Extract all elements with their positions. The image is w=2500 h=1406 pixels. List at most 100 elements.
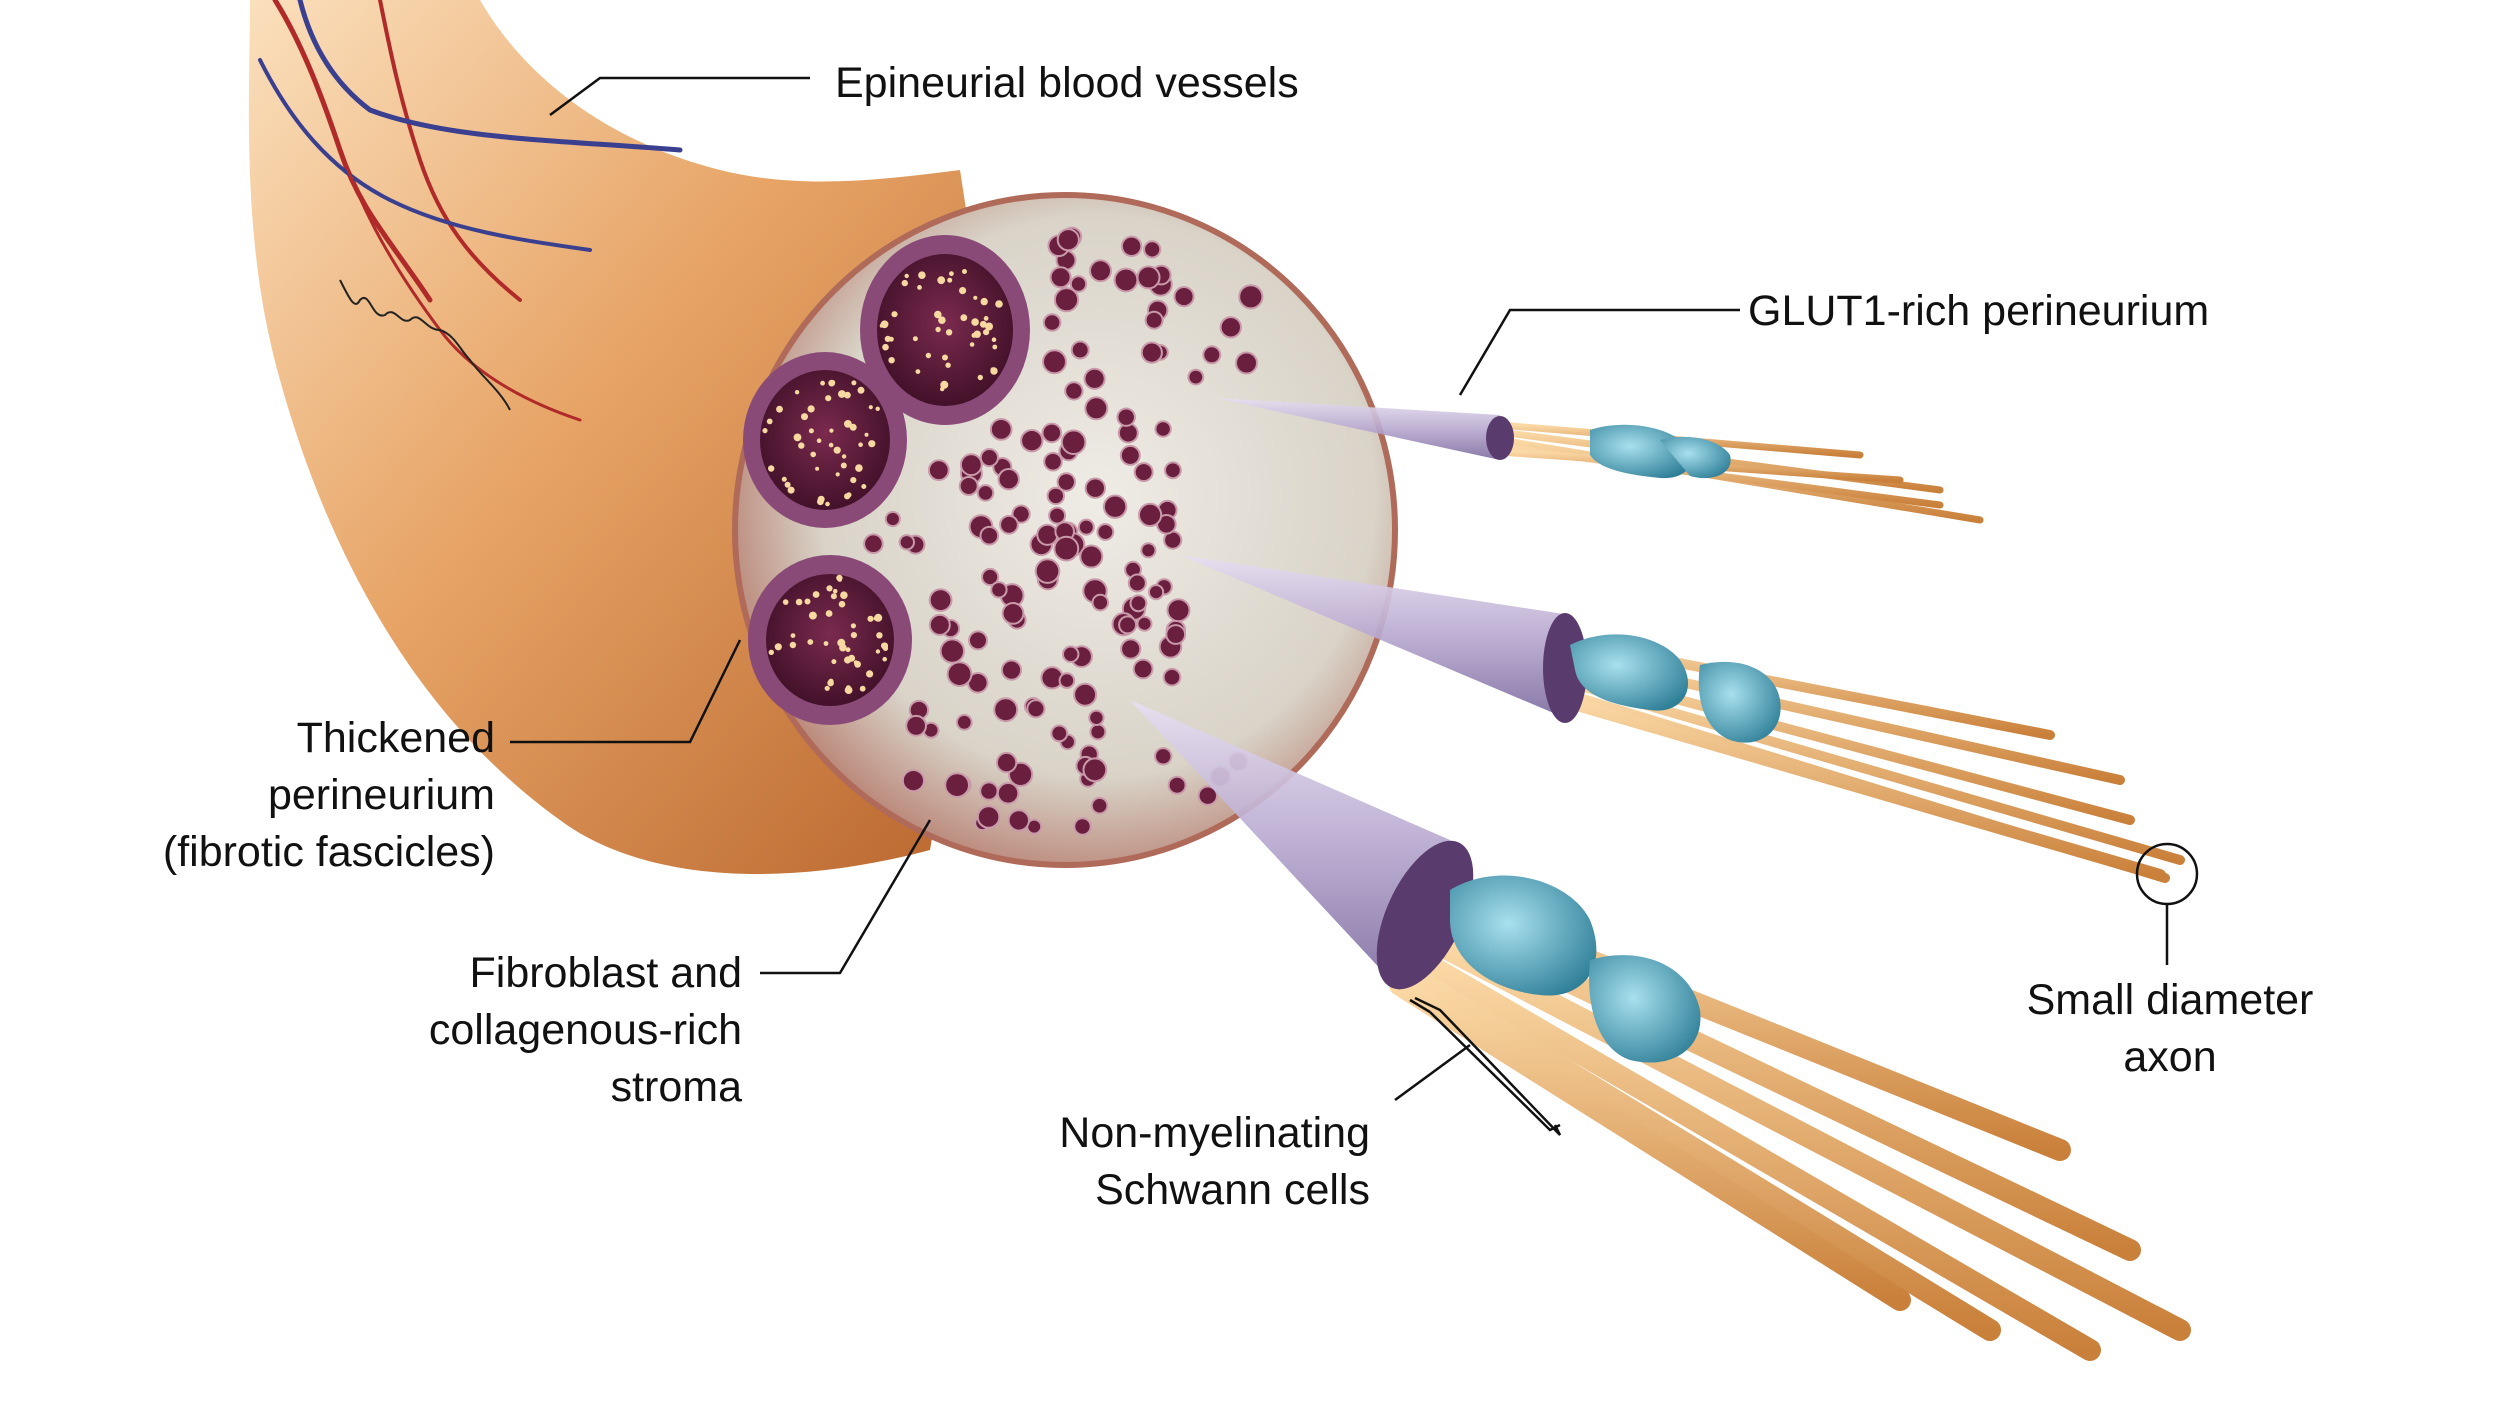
fascicle-axon-dot <box>817 498 824 506</box>
fascicle-axon-dot <box>844 391 851 399</box>
fascicle-axon-dot <box>825 395 832 402</box>
fascicle-axon-dot <box>793 433 802 442</box>
small-fascicle <box>989 418 1013 441</box>
fascicle-axon-dot <box>934 310 942 319</box>
small-fascicle <box>1073 817 1092 836</box>
fascicle-axon-dot <box>868 440 876 448</box>
fascicle-axon-dot <box>789 641 797 649</box>
small-fascicle <box>1187 368 1205 386</box>
fascicle-axon-dot <box>790 633 796 638</box>
small-fascicle <box>1011 504 1031 524</box>
small-fascicle <box>928 613 951 636</box>
small-fascicle <box>1143 240 1162 259</box>
fascicle-axon-dot <box>959 287 967 295</box>
small-fascicle <box>928 588 953 612</box>
label-fibroblast-line-2: collagenous-rich <box>428 1006 742 1054</box>
small-fascicle <box>898 534 915 551</box>
small-fascicles <box>863 226 1264 836</box>
fascicle-axon-dot <box>840 591 848 599</box>
small-fascicle <box>981 567 1000 587</box>
small-fascicle <box>1079 544 1104 569</box>
label-schwann-cells: Non-myelinating Schwann cells <box>1000 1105 1370 1219</box>
small-fascicle <box>1136 265 1161 290</box>
thickened-fascicles <box>743 235 1030 725</box>
fascicle-axon-dot <box>940 380 949 389</box>
small-fascicle <box>1140 542 1157 559</box>
fascicle-axon-dot <box>985 322 993 331</box>
small-fascicle <box>1166 598 1191 623</box>
fascicle-axon-dot <box>801 413 808 421</box>
small-fascicle <box>1050 724 1069 743</box>
fascicle-axon-dot <box>901 279 908 287</box>
small-fascicle <box>946 661 973 687</box>
fascicle-axon-dot <box>992 344 998 350</box>
fascicle-axon-dot <box>857 386 865 394</box>
fascicle-axon-dot <box>945 329 953 336</box>
fascicle-axon-dot <box>820 380 825 386</box>
small-fascicle <box>959 453 983 477</box>
small-fascicle <box>1060 429 1087 456</box>
fascicle-axon-dot <box>829 428 834 433</box>
fascicle-axon-dot <box>784 481 791 488</box>
fascicle-axon-dot <box>824 685 830 691</box>
label-fibroblast-line-1: Fibroblast and <box>469 949 743 997</box>
label-small-diameter-axon: Small diameter axon <box>1975 972 2365 1086</box>
small-fascicle <box>901 769 926 793</box>
small-fascicle <box>1053 287 1080 313</box>
fascicle-axon-dot <box>850 632 858 639</box>
fascicle-axon-dot <box>762 428 768 434</box>
small-fascicle <box>1173 286 1195 308</box>
small-fascicle <box>1077 518 1095 536</box>
fascicle-axon-dot <box>838 390 846 398</box>
fascicle-axon-dot <box>861 484 867 489</box>
fascicle-axon-dot <box>962 269 967 274</box>
fascicle-axon-dot <box>795 598 803 606</box>
fascicle-axon-dot <box>844 420 852 428</box>
fascicle-axon-dot <box>807 639 814 645</box>
label-schwann-line-1: Non-myelinating <box>1059 1109 1370 1157</box>
small-fascicle <box>1089 723 1107 741</box>
fascicle-axon-dot <box>904 273 909 279</box>
small-fascicle <box>997 468 1020 491</box>
label-thickened-line-3: (fibrotic fascicles) <box>162 828 495 876</box>
artist-signature <box>339 279 511 411</box>
fascicle-axon-dot <box>812 591 820 598</box>
small-fascicle <box>1082 757 1108 783</box>
small-fascicle <box>1000 659 1023 681</box>
small-fascicle <box>976 805 1001 829</box>
fascicle-axon-dot <box>947 277 953 283</box>
small-fascicle <box>1046 486 1066 506</box>
fascicle-axon-dot <box>864 432 869 437</box>
small-fascicle <box>996 782 1020 805</box>
small-fascicle <box>1070 340 1090 360</box>
fascicle-axon-dot <box>875 649 881 654</box>
small-fascicle <box>1119 444 1141 466</box>
fascicle-axon-dot <box>787 486 795 494</box>
small-fascicle <box>1167 775 1187 795</box>
small-fascicle <box>1007 809 1030 832</box>
fascicle-axon-dot <box>983 316 989 321</box>
fascicle-axon-dot <box>831 659 837 665</box>
fiber-bundle-bottom <box>1130 700 2191 1361</box>
small-fascicle <box>1084 396 1109 421</box>
small-fascicle <box>1140 341 1163 364</box>
fascicle-axon-dot <box>991 337 997 343</box>
fascicle-axon-dot <box>874 613 883 622</box>
fascicle-axon-dot <box>810 451 816 458</box>
label-small-axon-line-2: axon <box>2123 1033 2217 1081</box>
small-fascicle <box>1197 785 1219 806</box>
small-fascicle <box>1238 284 1264 310</box>
fascicle-axon-dot <box>888 357 895 364</box>
small-fascicle <box>1089 259 1112 283</box>
fascicle-axon-dot <box>990 367 998 375</box>
small-fascicle <box>1154 420 1172 438</box>
small-fascicle <box>905 714 927 737</box>
small-fascicle <box>990 581 1008 599</box>
small-fascicle <box>1041 422 1063 444</box>
small-fascicle <box>1113 267 1139 293</box>
fascicle-axon-dot <box>867 615 874 622</box>
fascicle-axon-dot <box>825 501 830 507</box>
small-fascicle <box>1120 235 1143 258</box>
small-fascicle <box>884 510 901 528</box>
fascicle-axon-dot <box>868 405 873 410</box>
